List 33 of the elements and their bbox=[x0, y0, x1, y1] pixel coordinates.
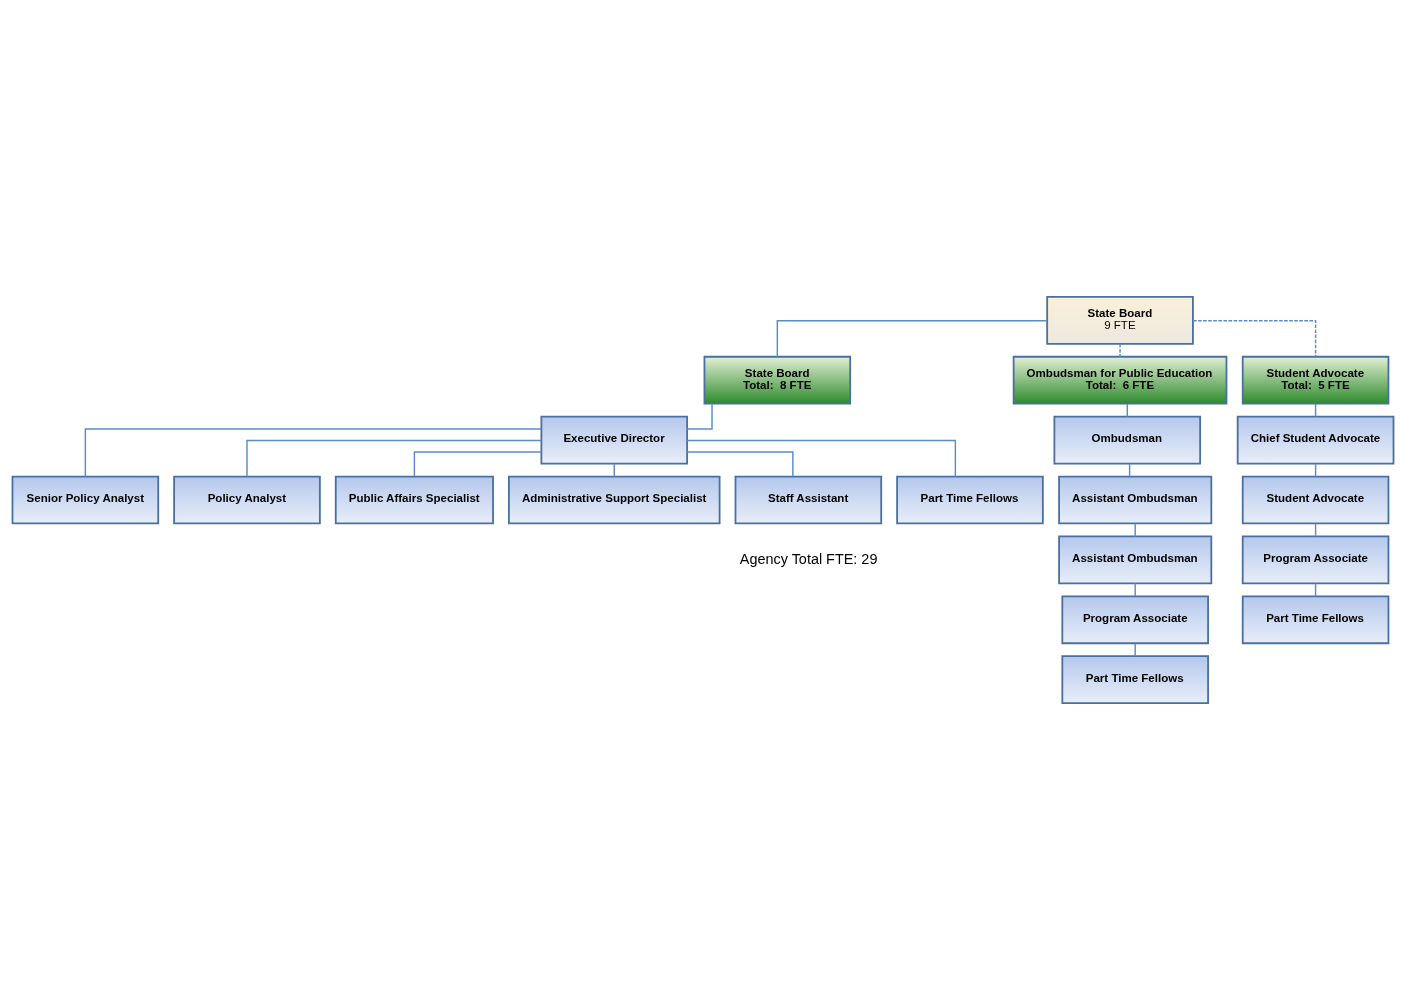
node-box: State Board 9 FTE bbox=[1046, 295, 1194, 345]
node-box: Assistant Ombudsman bbox=[1058, 535, 1213, 584]
node-box: Part Time Fellows bbox=[896, 475, 1044, 524]
node-box: Part Time Fellows bbox=[1061, 654, 1209, 704]
node-box: Part Time Fellows bbox=[1241, 594, 1390, 644]
node-box: Ombudsman for Public Education Total: 6 FTE bbox=[1012, 355, 1228, 405]
node-box: State Board Total: 8 FTE bbox=[703, 355, 852, 405]
node-box: Program Associate bbox=[1241, 535, 1390, 584]
connector bbox=[1134, 582, 1136, 597]
node-box: Program Associate bbox=[1061, 594, 1209, 644]
node-box: Chief Student Advocate bbox=[1236, 415, 1395, 464]
connector bbox=[686, 450, 794, 477]
node-box: Senior Policy Analyst bbox=[11, 475, 160, 524]
node-box: Ombudsman bbox=[1053, 415, 1202, 464]
node-box: Staff Assistant bbox=[734, 475, 883, 524]
connector bbox=[1192, 319, 1317, 357]
connector bbox=[1134, 522, 1136, 537]
connector bbox=[1119, 342, 1121, 357]
connector bbox=[686, 402, 713, 430]
node-box: Student Advocate bbox=[1241, 475, 1390, 524]
node-box: Policy Analyst bbox=[173, 475, 321, 524]
connector bbox=[246, 439, 542, 477]
node-box: Executive Director bbox=[540, 415, 689, 464]
node-box: Assistant Ombudsman bbox=[1058, 475, 1213, 524]
connector bbox=[686, 439, 957, 477]
node-box: Public Affairs Specialist bbox=[334, 475, 494, 524]
label: Agency Total FTE: 29 bbox=[739, 550, 878, 566]
connector bbox=[84, 427, 542, 477]
connector bbox=[776, 319, 1048, 357]
node-box: Student Advocate Total: 5 FTE bbox=[1241, 355, 1390, 405]
connector bbox=[413, 450, 542, 477]
connector bbox=[1134, 642, 1136, 657]
node-box: Administrative Support Specialist bbox=[508, 475, 721, 524]
